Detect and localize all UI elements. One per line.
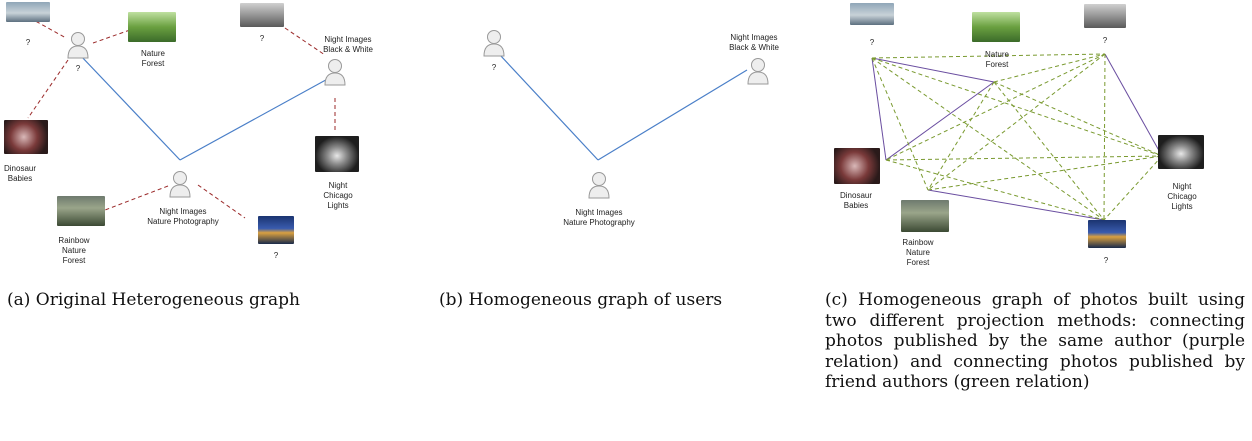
user-right-icon [324,59,346,86]
photo-sea-label: ? [869,38,875,47]
photo-forest-label: Nature Forest [140,49,165,68]
photo-dino-label: Dinosaur Babies [3,164,36,183]
panel-c: ? Nature Forest ? Dinosaur Babies Night … [822,0,1252,441]
photo-rainbow-label: Rainbow Nature Forest [58,236,90,265]
panel-a-edges [27,17,336,219]
edge-user-left-bottom [499,54,599,161]
caption-b: (b) Homogeneous graph of users [439,290,723,310]
user-right-label: Night Images Black & White [729,33,779,52]
user-bottom-label: Night Images Nature Photography [147,207,219,226]
same-author-edges [871,53,1163,221]
photo-forest [972,12,1020,42]
caption-c: (c) Homogeneous graph of photos built us… [825,290,1245,392]
photo-rainbow [57,196,105,226]
photo-bridge-label: ? [273,251,279,260]
panel-b-edges [499,54,748,161]
photo-dino [834,148,880,184]
caption-a: (a) Original Heterogeneous graph [7,290,300,310]
edge-user-top-bottom [79,54,181,161]
user-right-icon [747,58,769,85]
user-bottom-icon [588,172,610,199]
panel-b: ? Night Images Black & White Night Image… [420,0,820,441]
user-top-icon [67,32,89,59]
friend-author-edges [871,53,1163,221]
photo-city-label: ? [259,34,265,43]
user-top-label: ? [75,64,81,73]
edge-user-bridge [197,184,246,219]
photo-city [1084,4,1126,28]
photo-rainbow [901,200,949,232]
photo-forest-label: Nature Forest [984,50,1009,69]
user-bottom-icon [169,171,191,198]
photo-dino [4,120,48,154]
user-left-icon [483,30,505,57]
edge-user-forest [92,29,131,44]
panel-a: ? Nature Forest ? Dinosaur Babies Night … [0,0,400,441]
photo-bridge [1088,220,1126,248]
photo-rainbow-label: Rainbow Nature Forest [902,238,934,267]
user-left-label: ? [491,63,497,72]
photo-forest [128,12,176,42]
photo-dino-label: Dinosaur Babies [839,191,872,210]
photo-sea [6,2,50,22]
edge-user-dino [27,59,69,119]
user-bottom-label: Night Images Nature Photography [563,208,635,227]
edge-user-bottom-right [597,69,748,161]
edge-user-rainbow [104,185,169,211]
photo-chicago [315,136,359,172]
user-right-label: Night Images Black & White [323,35,373,54]
photo-bridge [258,216,294,244]
photo-bridge-label: ? [1103,256,1109,265]
photo-sea-label: ? [25,38,31,47]
photo-chicago-label: Night Chicago Lights [323,181,353,210]
photo-city [240,3,284,27]
photo-chicago [1158,135,1204,169]
photo-chicago-label: Night Chicago Lights [1167,182,1197,211]
edge-user-city [284,27,326,56]
panel-c-edges [871,53,1163,221]
edge-user-bottom-right [179,75,334,161]
photo-sea [850,3,894,25]
photo-city-label: ? [1102,36,1108,45]
